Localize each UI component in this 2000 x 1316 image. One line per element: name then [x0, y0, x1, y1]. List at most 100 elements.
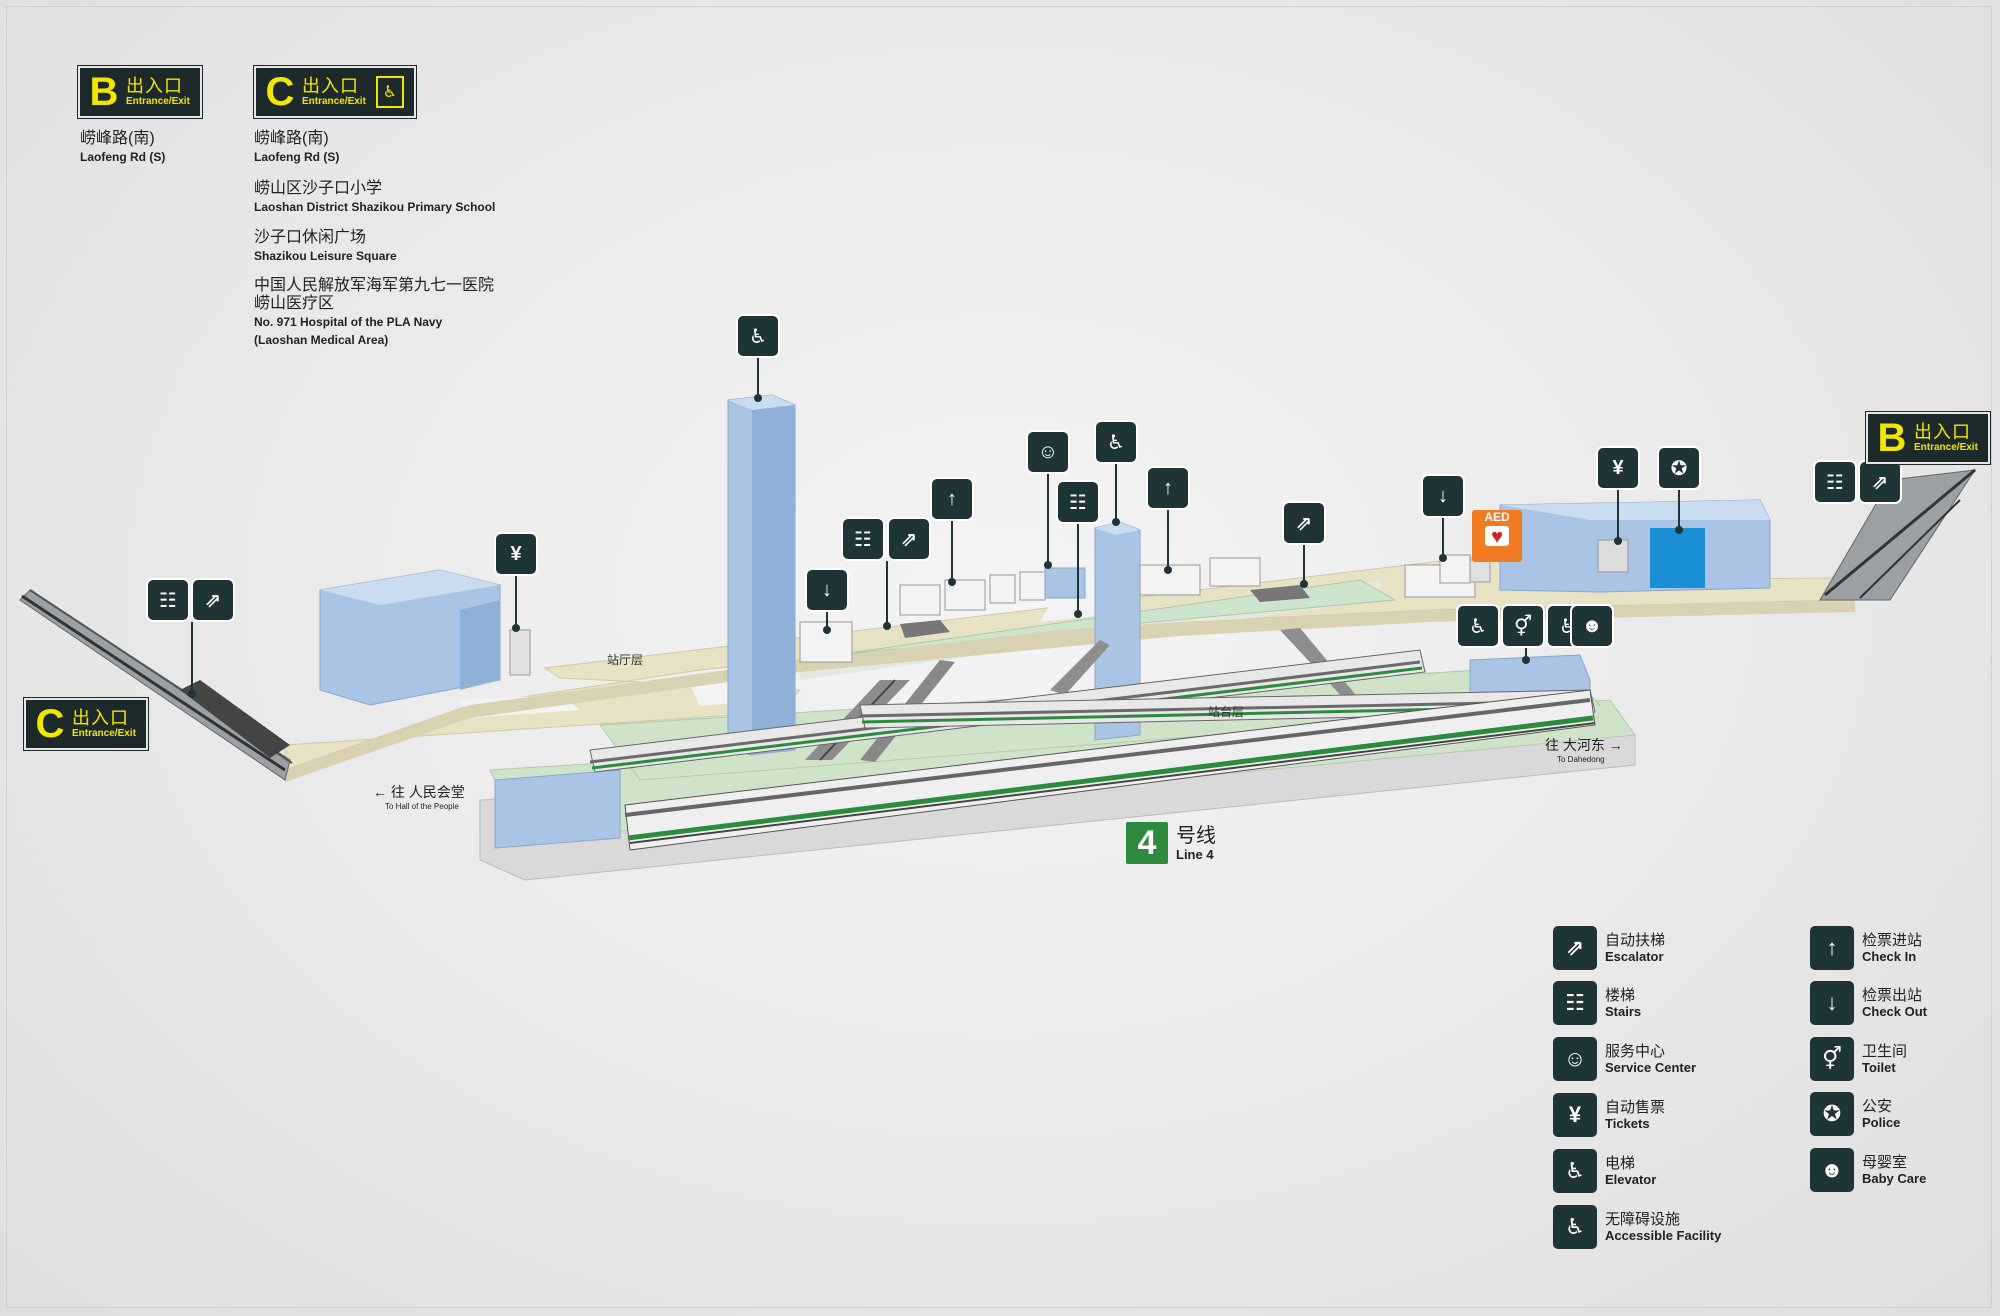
legend-label-cn: 母婴室 — [1862, 1153, 1908, 1171]
fare-gates-left — [799, 571, 1046, 663]
escalator-icon: ⇗ — [193, 580, 233, 620]
destination-en: Laofeng Rd (S) — [254, 150, 340, 164]
toilet-icon: ⚥ — [1810, 1037, 1854, 1081]
ticket-machines — [1597, 539, 1629, 573]
legend-label-en: Check Out — [1862, 1003, 1928, 1019]
left-stairs — [180, 680, 290, 758]
check-out-icon: ↓ — [1810, 981, 1854, 1025]
destination-en: No. 971 Hospital of the PLA Navy — [254, 315, 443, 329]
train-front — [624, 689, 1596, 851]
baby-care-icon: ☻ — [1572, 606, 1612, 646]
mid-escalator — [900, 620, 950, 638]
exit-c-sign-map: C 出入口 Entrance/Exit — [26, 700, 146, 748]
aed-label: AED — [1484, 510, 1510, 524]
exit-b-sign: B 出入口 Entrance/Exit — [80, 68, 200, 116]
exit-label-cn: 出入口 — [302, 76, 359, 96]
direction-right-cn: 往 大河东 — [1545, 737, 1605, 753]
legend-label-cn: 检票进站 — [1862, 931, 1923, 949]
destination-cn: 崂峰路(南) — [254, 130, 329, 147]
legend-label-cn: 电梯 — [1605, 1154, 1636, 1172]
exit-label-cn: 出入口 — [126, 76, 183, 96]
legend-label-cn: 自动扶梯 — [1605, 931, 1666, 949]
platform-level-label: 站台层 — [1208, 705, 1245, 719]
legend-label-en: Baby Care — [1862, 1170, 1927, 1186]
legend-label-en: Police — [1862, 1114, 1901, 1130]
platform-building-left — [494, 769, 621, 849]
stairs-icon: ☷ — [1058, 482, 1098, 522]
accessible-icon: ♿ — [1553, 1205, 1597, 1249]
service-center-icon: ☺ — [1028, 432, 1068, 472]
line-label-cn: 号线 — [1176, 824, 1216, 847]
exit-c-destination: 中国人民解放军海军第九七一医院 崂山医疗区 No. 971 Hospital o… — [254, 277, 494, 349]
check-out-icon: ↓ — [1423, 476, 1463, 516]
service-center-booth — [1044, 567, 1086, 599]
escalator-icon: ⇗ — [1860, 462, 1900, 502]
direction-left-en: To Hall of the People — [385, 802, 459, 811]
direction-left-cn: 往 人民会堂 — [390, 784, 465, 800]
exit-label-cn: 出入口 — [72, 708, 129, 728]
exit-label-cn: 出入口 — [1914, 422, 1971, 442]
destination-cn-2: 崂山医疗区 — [254, 295, 335, 312]
exit-b-destination: 崂峰路(南) Laofeng Rd (S) — [80, 130, 165, 166]
legend-label-en: Check In — [1862, 948, 1917, 964]
heart-icon: ♥ — [1485, 526, 1509, 548]
stairs-icon: ☷ — [1553, 981, 1597, 1025]
destination-cn: 崂峰路(南) — [80, 130, 155, 147]
exit-letter: C — [35, 702, 65, 746]
line-4-label: 4 号线 Line 4 — [1126, 822, 1216, 864]
tickets-icon: ¥ — [1598, 448, 1638, 488]
destination-cn: 沙子口休闲广场 — [254, 229, 367, 246]
check-in-icon: ↑ — [932, 479, 972, 519]
legend-label-cn: 检票出站 — [1862, 986, 1923, 1004]
tickets-icon: ¥ — [1553, 1093, 1597, 1137]
fare-gates-right — [1139, 554, 1476, 598]
police-room — [1650, 528, 1705, 588]
legend-label-cn: 无障碍设施 — [1605, 1210, 1681, 1228]
destination-en: Shazikou Leisure Square — [254, 249, 397, 263]
tickets-icon: ¥ — [496, 534, 536, 574]
check-in-icon: ↑ — [1810, 926, 1854, 970]
accessible-icon: ♿ — [1458, 606, 1498, 646]
exit-c-destination: 崂山区沙子口小学 Laoshan District Shazikou Prima… — [254, 180, 495, 216]
baby-care-icon: ☻ — [1810, 1148, 1854, 1192]
exit-c-sign: C 出入口 Entrance/Exit ♿ — [256, 68, 414, 116]
train-mid — [859, 689, 1596, 729]
escalator-icon: ⇗ — [889, 519, 929, 559]
arrow-right-icon: → — [1608, 737, 1623, 753]
exit-c-destination: 崂峰路(南) Laofeng Rd (S) — [254, 130, 339, 166]
stairs-icon: ☷ — [1815, 462, 1855, 502]
exit-letter: B — [1877, 416, 1907, 460]
elevator-icon: ♿ — [375, 76, 404, 108]
stairs-icon: ☷ — [843, 519, 883, 559]
exit-label-en: Entrance/Exit — [1914, 442, 1978, 453]
toilet-icon: ⚥ — [1503, 606, 1543, 646]
exit-c-destination: 沙子口休闲广场 Shazikou Leisure Square — [254, 229, 397, 265]
gate-cabinet — [1469, 559, 1491, 583]
aed-icon: AED ♥ — [1472, 510, 1522, 562]
mid-escalator-right — [1250, 585, 1310, 602]
legend-label-en: Accessible Facility — [1605, 1227, 1722, 1243]
elevator-icon: ♿ — [1096, 422, 1136, 462]
direction-right: 往 大河东 → To Dahedong — [1545, 735, 1623, 764]
police-icon: ✪ — [1659, 448, 1699, 488]
exit-label-en: Entrance/Exit — [72, 728, 136, 739]
ticket-machine — [509, 629, 531, 676]
destination-cn: 崂山区沙子口小学 — [254, 180, 383, 197]
concourse-level-label: 站厅层 — [607, 653, 644, 667]
legend-label-en: Stairs — [1605, 1003, 1642, 1019]
escalator-icon: ⇗ — [1553, 926, 1597, 970]
police-icon: ✪ — [1810, 1092, 1854, 1136]
check-in-icon: ↑ — [1148, 468, 1188, 508]
legend-label-en: Toilet — [1862, 1059, 1896, 1075]
legend-label-en: Tickets — [1605, 1115, 1650, 1131]
exit-b-sign-map: B 出入口 Entrance/Exit — [1868, 414, 1988, 462]
